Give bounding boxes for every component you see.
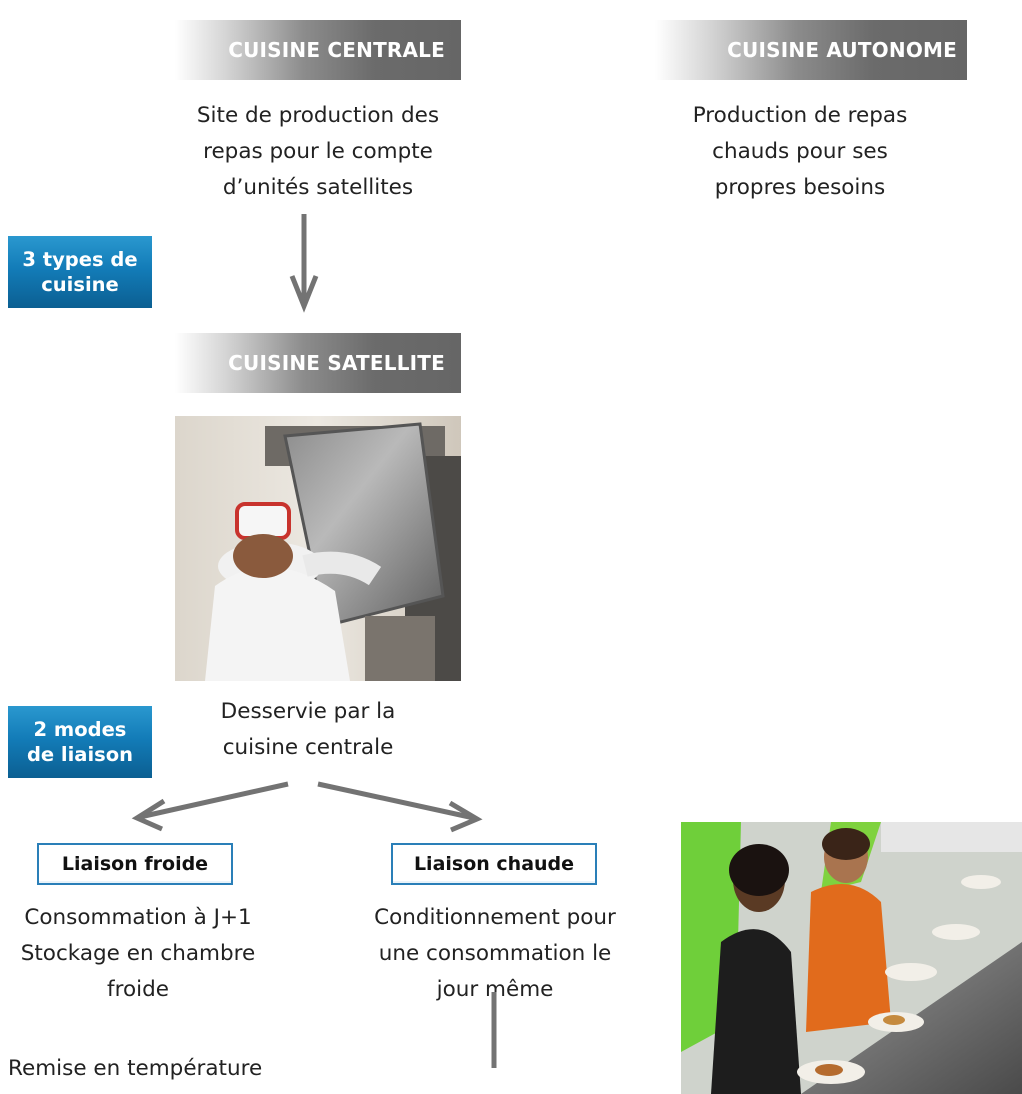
header-cuisine-autonome: CUISINE AUTONOME bbox=[655, 20, 967, 80]
tag-3-types-cuisine: 3 types de cuisine bbox=[8, 236, 152, 308]
arrow-centrale-satellite bbox=[289, 214, 319, 313]
description-chaude-line: jour même bbox=[436, 977, 554, 1002]
arrow-to-chaude bbox=[317, 781, 483, 833]
tag-types-line: 3 types de bbox=[22, 248, 138, 271]
footer-label: Remise en température bbox=[8, 1056, 263, 1081]
description-chaude-line: Conditionnement pour bbox=[374, 905, 616, 930]
tag-types-line: cuisine bbox=[41, 273, 119, 296]
description-froide-line: froide bbox=[107, 977, 169, 1002]
description-centrale-line: d’unités satellites bbox=[222, 175, 414, 200]
footer-remise-temperature: Remise en température bbox=[8, 1056, 262, 1081]
arrow-to-froide bbox=[131, 781, 289, 832]
tag-modes-line: de liaison bbox=[26, 743, 134, 766]
header-cuisine-satellite: CUISINE SATELLITE bbox=[175, 333, 461, 393]
description-autonome-line: chauds pour ses bbox=[712, 139, 888, 164]
header-cuisine-autonome-label: CUISINE AUTONOME bbox=[727, 38, 957, 62]
tag-2-modes-liaison: 2 modes de liaison bbox=[8, 706, 152, 778]
liaison-chaude-label: Liaison chaude bbox=[413, 853, 575, 875]
description-autonome: Production de repas chauds pour ses prop… bbox=[640, 98, 960, 206]
tag-modes-line: 2 modes bbox=[33, 718, 127, 741]
header-cuisine-satellite-label: CUISINE SATELLITE bbox=[228, 351, 445, 375]
description-froide-line: Stockage en chambre bbox=[20, 941, 256, 966]
description-centrale-line: repas pour le compte bbox=[203, 139, 433, 164]
description-chaude-line: une consommation le bbox=[378, 941, 612, 966]
liaison-froide-label: Liaison froide bbox=[61, 853, 209, 875]
liaison-chaude-box: Liaison chaude bbox=[391, 843, 597, 885]
description-satellite: Desservie par la cuisine centrale bbox=[160, 694, 456, 766]
description-autonome-line: Production de repas bbox=[692, 103, 908, 128]
header-cuisine-centrale-label: CUISINE CENTRALE bbox=[228, 38, 445, 62]
liaison-froide-box: Liaison froide bbox=[37, 843, 233, 885]
header-cuisine-centrale: CUISINE CENTRALE bbox=[175, 20, 461, 80]
description-satellite-line: cuisine centrale bbox=[222, 735, 394, 760]
photo-satellite-worker bbox=[175, 416, 461, 681]
description-centrale: Site de production des repas pour le com… bbox=[150, 98, 486, 206]
photo-cantine-eleves bbox=[681, 822, 1022, 1094]
description-centrale-line: Site de production des bbox=[196, 103, 440, 128]
description-autonome-line: propres besoins bbox=[714, 175, 886, 200]
description-satellite-line: Desservie par la bbox=[220, 699, 396, 724]
description-froide-line: Consommation à J+1 bbox=[24, 905, 252, 930]
description-froide: Consommation à J+1 Stockage en chambre f… bbox=[0, 900, 276, 1008]
description-chaude: Conditionnement pour une consommation le… bbox=[340, 900, 650, 1008]
